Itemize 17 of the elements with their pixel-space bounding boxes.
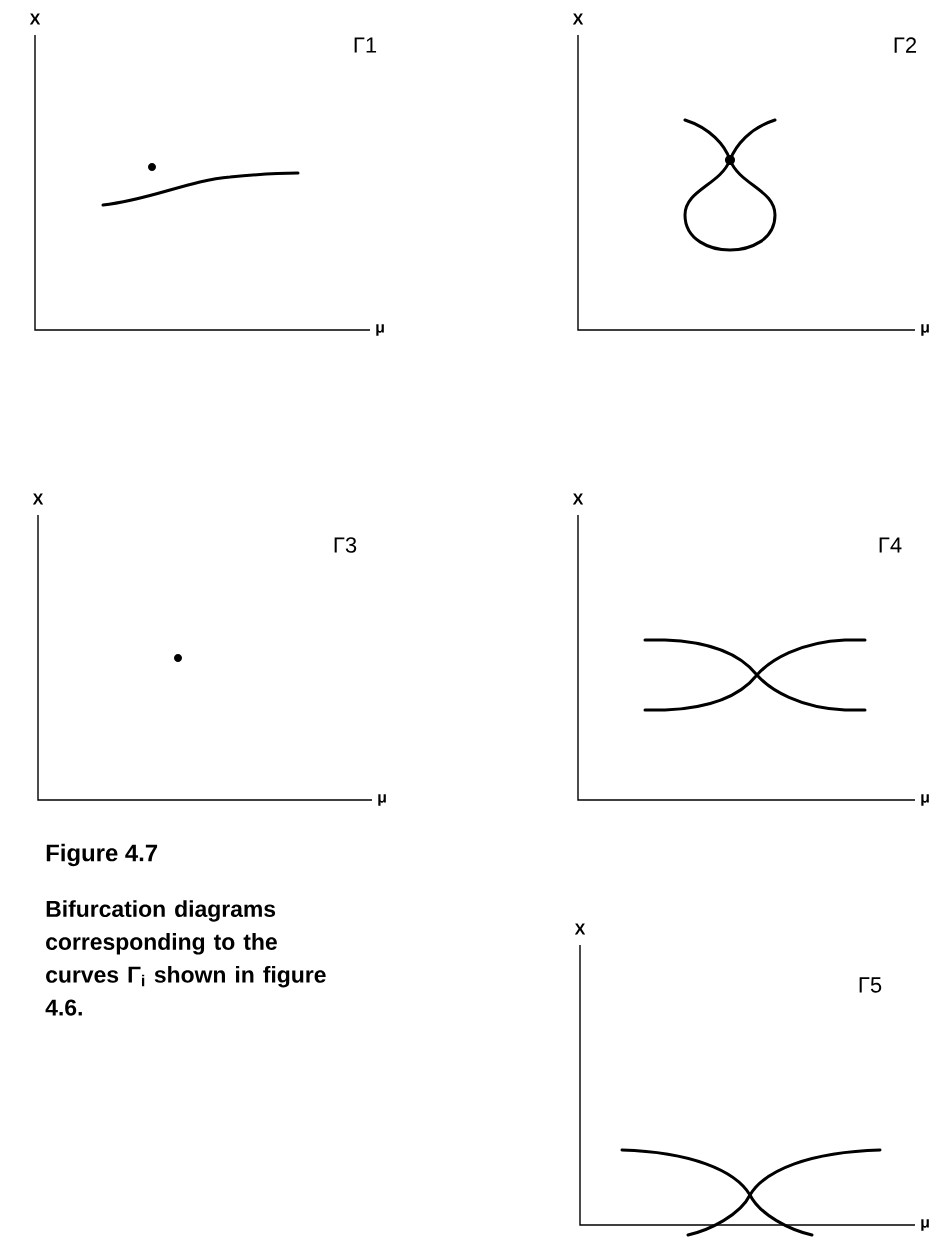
axis-label: X — [29, 13, 41, 25]
axis-label: μ — [921, 324, 929, 336]
axis-label: Γ5 — [859, 977, 882, 993]
axis-label: Γ4 — [879, 537, 902, 553]
axis-label: μ — [378, 794, 386, 806]
axis-label: Γ2 — [894, 37, 917, 53]
axis-label: X — [572, 13, 584, 25]
axis-label: X — [574, 923, 586, 935]
axis-label: μ — [921, 1219, 929, 1231]
figure-title: Figure 4.7 — [46, 843, 158, 867]
axis-label: μ — [921, 794, 929, 806]
axis-label: μ — [376, 324, 384, 336]
axis-label: X — [32, 493, 44, 505]
figure-caption: Bifurcation diagrams corresponding to the curves Γ$_{i}$ shown in figure 4.6. — [45, 900, 326, 1016]
axis-label: X — [572, 493, 584, 505]
axis-label: Γ3 — [334, 537, 357, 553]
axis-label: Γ1 — [354, 37, 377, 53]
